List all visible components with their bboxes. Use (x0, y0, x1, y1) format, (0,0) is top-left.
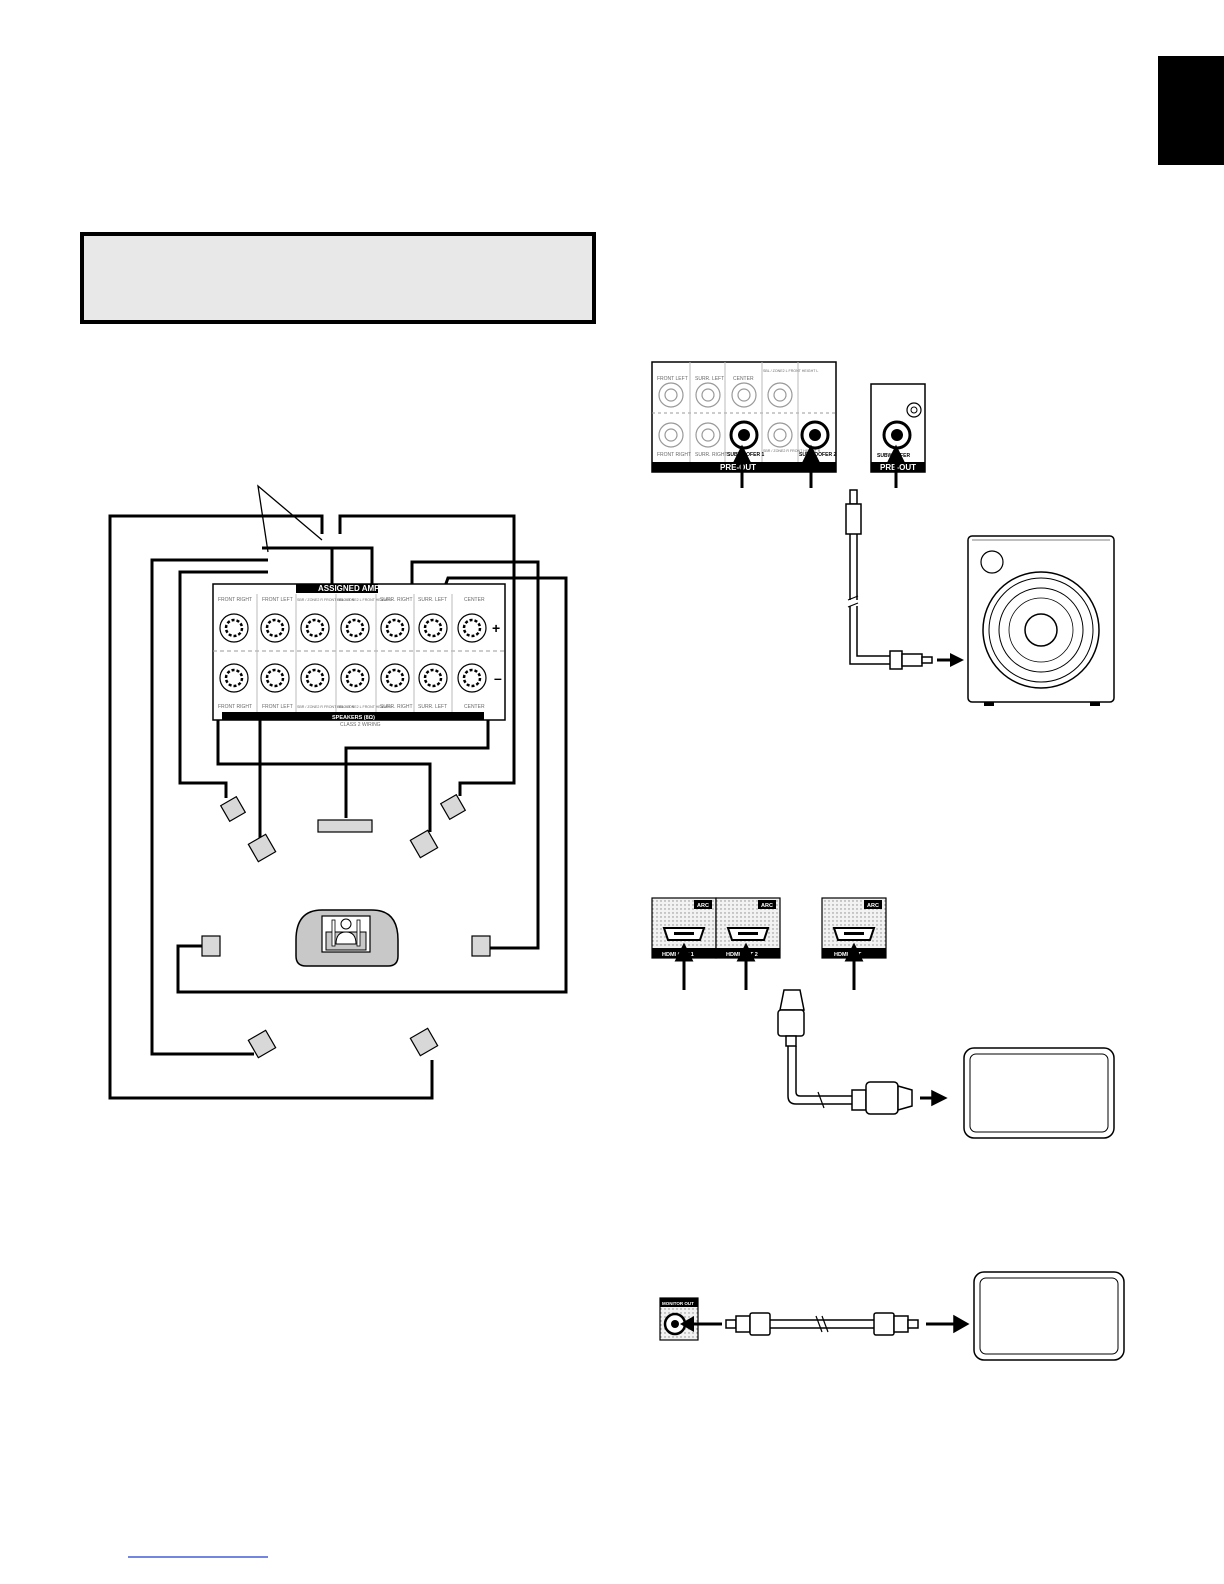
speakers-footer-label: SPEAKERS (8Ω) (332, 715, 375, 721)
binding-post-top (260, 613, 290, 643)
preout-label: SURR. LEFT (695, 376, 724, 382)
binding-post-bottom (260, 663, 290, 693)
binding-post-bottom (300, 663, 330, 693)
binding-post-bottom (219, 663, 249, 693)
arc-label: ARC (761, 903, 773, 909)
preout-label: SBR / ZONE2 R FRONT HEIGHT R (763, 449, 821, 453)
preout-label: SBL / ZONE2 L FRONT HEIGHT L (763, 369, 818, 373)
binding-post-top (380, 613, 410, 643)
rca-cable (845, 489, 964, 670)
terminal-label: SBL / ZONE2 L FRONT HEIGHT L (337, 705, 392, 709)
video-monitor-diagram: MONITOR OUT (659, 1271, 1125, 1361)
arc-label: ARC (867, 903, 879, 909)
listener-sofa (295, 909, 399, 967)
binding-post-bottom (380, 663, 410, 693)
terminal-label: CENTER (464, 704, 485, 710)
preout-diagram: FRONT LEFT SURR. LEFT CENTER SBL / ZONE2… (651, 361, 1115, 706)
preout-small-footer (871, 462, 925, 472)
terminal-label: SURR. RIGHT (380, 597, 413, 603)
terminal-label: SBR / ZONE2 R FRONT HEIGHT R (297, 705, 355, 709)
terminal-label: SURR. LEFT (418, 597, 447, 603)
subwoofer-speaker (967, 535, 1115, 706)
wire-loop (150, 558, 268, 1056)
speaker-terminal-panel (212, 583, 506, 721)
arc-badge (758, 900, 776, 909)
speaker-surround-left (201, 935, 221, 957)
speaker-front-left (247, 833, 277, 863)
wire-loop (178, 570, 268, 798)
listener-icon (340, 918, 352, 930)
caption-box (80, 232, 596, 324)
preout-label: SURR. RIGHT (695, 452, 728, 458)
preout-label: CENTER (733, 376, 754, 382)
binding-post-top (418, 613, 448, 643)
terminal-label: SBR / ZONE2 R FRONT HEIGHT R (297, 598, 355, 602)
terminal-label: FRONT LEFT (262, 704, 293, 710)
tv-monitor-video (973, 1271, 1125, 1361)
wire-loop (176, 576, 568, 994)
hdmi-diagram: ARC ARC ARC HDMI OUT 1 HDMI OUT 2 HDMI O… (651, 897, 1115, 1139)
speaker-front-left-height (219, 795, 247, 823)
terminal-label: CENTER (464, 597, 485, 603)
tv-monitor-hdmi (963, 1047, 1115, 1139)
speaker-panel-footer (222, 712, 484, 720)
binding-post-bottom (418, 663, 448, 693)
terminal-label: SURR. RIGHT (380, 704, 413, 710)
preout-footer (652, 462, 836, 472)
speaker-wiring-diagram: ASSIGNED AMP FRONT RIGHT FRONT LEFT SBR … (108, 484, 568, 1100)
plus-sign: + (492, 620, 500, 636)
assigned-amp-label: ASSIGNED AMP (318, 584, 380, 593)
terminal-label: FRONT RIGHT (218, 704, 252, 710)
preout-label: FRONT RIGHT (657, 452, 691, 458)
binding-post-top (457, 613, 487, 643)
terminal-label: FRONT LEFT (262, 597, 293, 603)
binding-post-bottom (457, 663, 487, 693)
binding-post-top (300, 613, 330, 643)
monitor-out-label: MONITOR OUT (662, 1301, 694, 1306)
composite-cable (725, 1312, 970, 1336)
preout-label: FRONT LEFT (657, 376, 688, 382)
wire-loop (108, 514, 434, 1100)
binding-post-bottom (340, 663, 370, 693)
speaker-front-right (409, 829, 439, 859)
arc-badge (864, 900, 882, 909)
speaker-surround-back-left (247, 1029, 277, 1059)
assigned-amp-banner (296, 584, 378, 593)
wire-loop (338, 514, 516, 796)
minus-sign: – (494, 670, 502, 686)
speaker-surround-right (471, 935, 491, 957)
callout-line (257, 484, 323, 553)
binding-post-top (219, 613, 249, 643)
preout-small-footer-label: PRE-OUT (880, 463, 916, 472)
speakers-footer-sublabel: CLASS 2 WIRING (340, 722, 381, 728)
speaker-front-right-height (439, 793, 467, 821)
preout-label: SUBWOOFER 2 (799, 452, 836, 458)
terminal-label: SURR. LEFT (418, 704, 447, 710)
arc-badge (694, 900, 712, 909)
preout-footer-label: PRE-OUT (720, 463, 756, 472)
terminal-label: FRONT RIGHT (218, 597, 252, 603)
hdmi-cable (777, 989, 948, 1115)
binding-post-top (340, 613, 370, 643)
terminal-label: SBL / ZONE2 L FRONT HEIGHT L (337, 598, 392, 602)
section-tab (1158, 56, 1224, 165)
speaker-center (317, 819, 373, 833)
arc-label: ARC (697, 903, 709, 909)
speaker-surround-back-right (409, 1027, 439, 1057)
